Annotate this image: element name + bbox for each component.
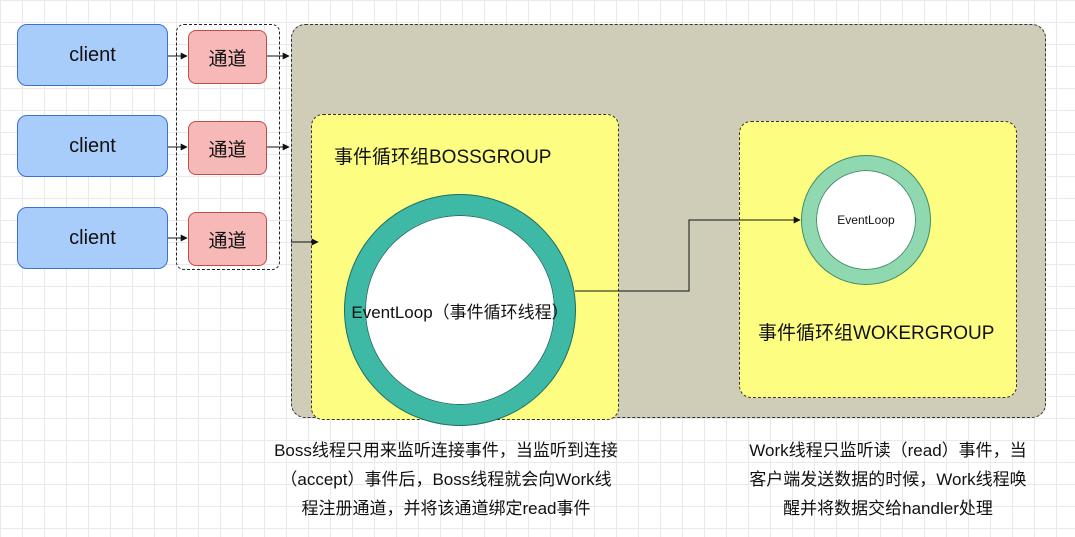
client-box-3: client xyxy=(17,207,168,269)
channel-box-2: 通道 xyxy=(188,121,267,175)
channel-box-1: 通道 xyxy=(188,30,267,84)
boss-note-line: 程注册通道，并将该通道绑定read事件 xyxy=(301,499,591,518)
worker-group-title: 事件循环组WOKERGROUP xyxy=(758,323,995,344)
boss-group-title: 事件循环组BOSSGROUP xyxy=(334,147,552,168)
worker-event-loop: EventLoop xyxy=(802,156,930,284)
work-note-line: 客户端发送数据的时候，Work线程唤 xyxy=(749,470,1027,489)
client-box-2: client xyxy=(17,115,168,177)
boss-note: Boss线程只用来监听连接事件，当监听到连接 （accept）事件后，Boss线… xyxy=(236,436,656,523)
channel-box-3: 通道 xyxy=(188,212,267,266)
boss-note-line: （accept）事件后，Boss线程就会向Work线 xyxy=(280,470,612,489)
worker-event-loop-label: EventLoop xyxy=(837,213,895,227)
boss-to-worker-arrow xyxy=(575,216,801,292)
client-box-1: client xyxy=(17,24,168,86)
boss-event-loop-label: EventLoop（事件循环线程） xyxy=(351,302,569,322)
boss-note-line: Boss线程只用来监听连接事件，当监听到连接 xyxy=(274,441,618,460)
work-note-line: 醒并将数据交给handler处理 xyxy=(783,499,993,518)
work-note: Work线程只监听读（read）事件，当 客户端发送数据的时候，Work线程唤 … xyxy=(712,436,1064,523)
work-note-line: Work线程只监听读（read）事件，当 xyxy=(749,441,1027,460)
